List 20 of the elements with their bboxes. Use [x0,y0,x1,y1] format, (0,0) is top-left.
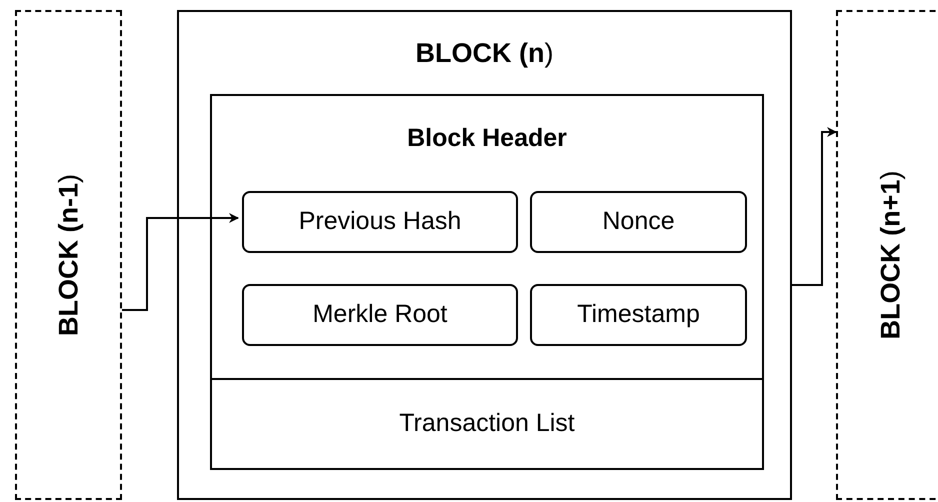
field-box [242,284,518,346]
field-label: Nonce [602,206,675,238]
block-title: BLOCK (n) [414,40,554,67]
block-label: BLOCK (n+1) [878,170,904,340]
field-label: Previous Hash [298,206,462,238]
dashed-block-box [836,10,938,500]
block-box [177,10,792,500]
field-label: Timestamp [577,299,700,330]
field-label: Merkle Root [312,299,448,330]
field-box [530,284,747,346]
field-box [242,191,518,253]
arrow [122,213,239,311]
transaction-list-box [210,378,764,470]
list-label: Transaction List [399,408,575,440]
block-label: BLOCK (n-1) [55,174,82,336]
arrow [792,127,837,286]
field-box [530,191,747,253]
header-box [210,94,764,380]
dashed-block-box [15,10,122,500]
header-title: Block Header [406,126,568,151]
